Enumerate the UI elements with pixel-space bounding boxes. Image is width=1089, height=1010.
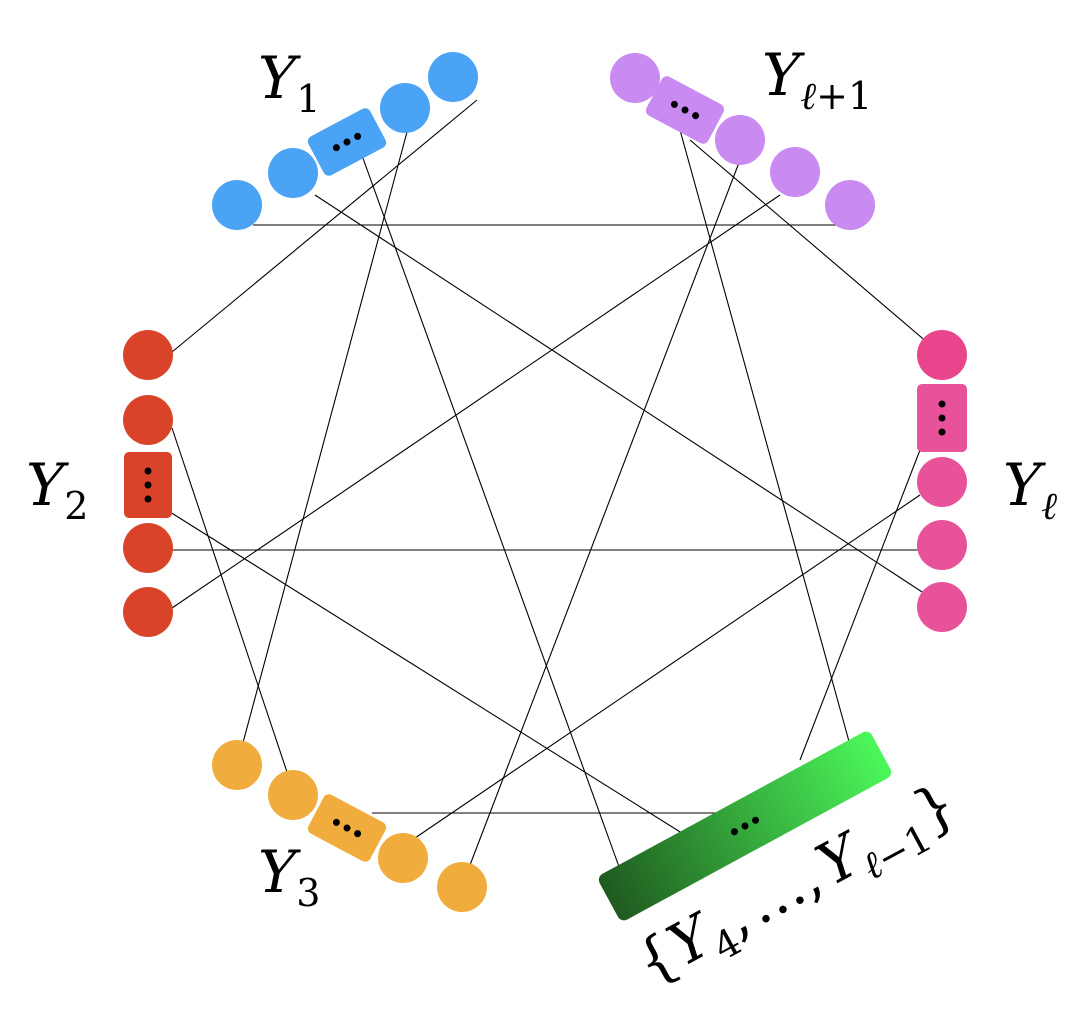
edge bbox=[236, 131, 408, 766]
group-y-ell-plus-1 bbox=[610, 53, 875, 230]
label-y3: Y3 bbox=[258, 838, 320, 915]
edge bbox=[679, 129, 851, 746]
vertex bbox=[917, 330, 967, 380]
label-y-ell: Yℓ bbox=[1003, 451, 1057, 528]
vertex bbox=[770, 147, 820, 197]
vertex bbox=[123, 587, 173, 637]
vertex bbox=[268, 770, 318, 820]
vertex bbox=[268, 148, 318, 198]
edge bbox=[414, 494, 921, 839]
label-y-ell-plus-1: Yℓ+1 bbox=[762, 41, 872, 118]
ellipsis-block bbox=[307, 108, 387, 176]
vertex bbox=[212, 740, 262, 790]
edge bbox=[799, 449, 921, 761]
vertex bbox=[825, 180, 875, 230]
edges bbox=[148, 99, 943, 876]
edge bbox=[171, 194, 781, 609]
vertex bbox=[123, 395, 173, 445]
group-y-ell bbox=[917, 330, 967, 632]
ellipsis-block bbox=[124, 452, 172, 518]
vertex bbox=[378, 833, 428, 883]
edge bbox=[171, 427, 294, 791]
group-y3 bbox=[212, 740, 487, 912]
edge bbox=[469, 159, 741, 866]
edge bbox=[689, 139, 943, 356]
group-y4-to-y-ell-minus-1 bbox=[598, 731, 892, 921]
label-y1: Y1 bbox=[258, 44, 320, 121]
vertex bbox=[917, 457, 967, 507]
vertex bbox=[123, 330, 173, 380]
vertex bbox=[212, 180, 262, 230]
vertex bbox=[123, 523, 173, 573]
vertex bbox=[428, 52, 478, 102]
vertex bbox=[917, 582, 967, 632]
group-y1 bbox=[212, 52, 478, 230]
group-y2 bbox=[123, 330, 173, 637]
edge bbox=[171, 99, 478, 353]
edge bbox=[169, 511, 686, 836]
vertex bbox=[380, 83, 430, 133]
vertex bbox=[917, 520, 967, 570]
edge bbox=[314, 194, 943, 606]
ellipsis-block bbox=[645, 76, 725, 144]
vertex bbox=[437, 862, 487, 912]
vertex bbox=[610, 53, 660, 103]
edge bbox=[359, 149, 623, 876]
label-y2: Y2 bbox=[26, 451, 88, 528]
vertex bbox=[715, 115, 765, 165]
ellipsis-block bbox=[917, 384, 967, 452]
ellipsis-block bbox=[307, 794, 387, 862]
